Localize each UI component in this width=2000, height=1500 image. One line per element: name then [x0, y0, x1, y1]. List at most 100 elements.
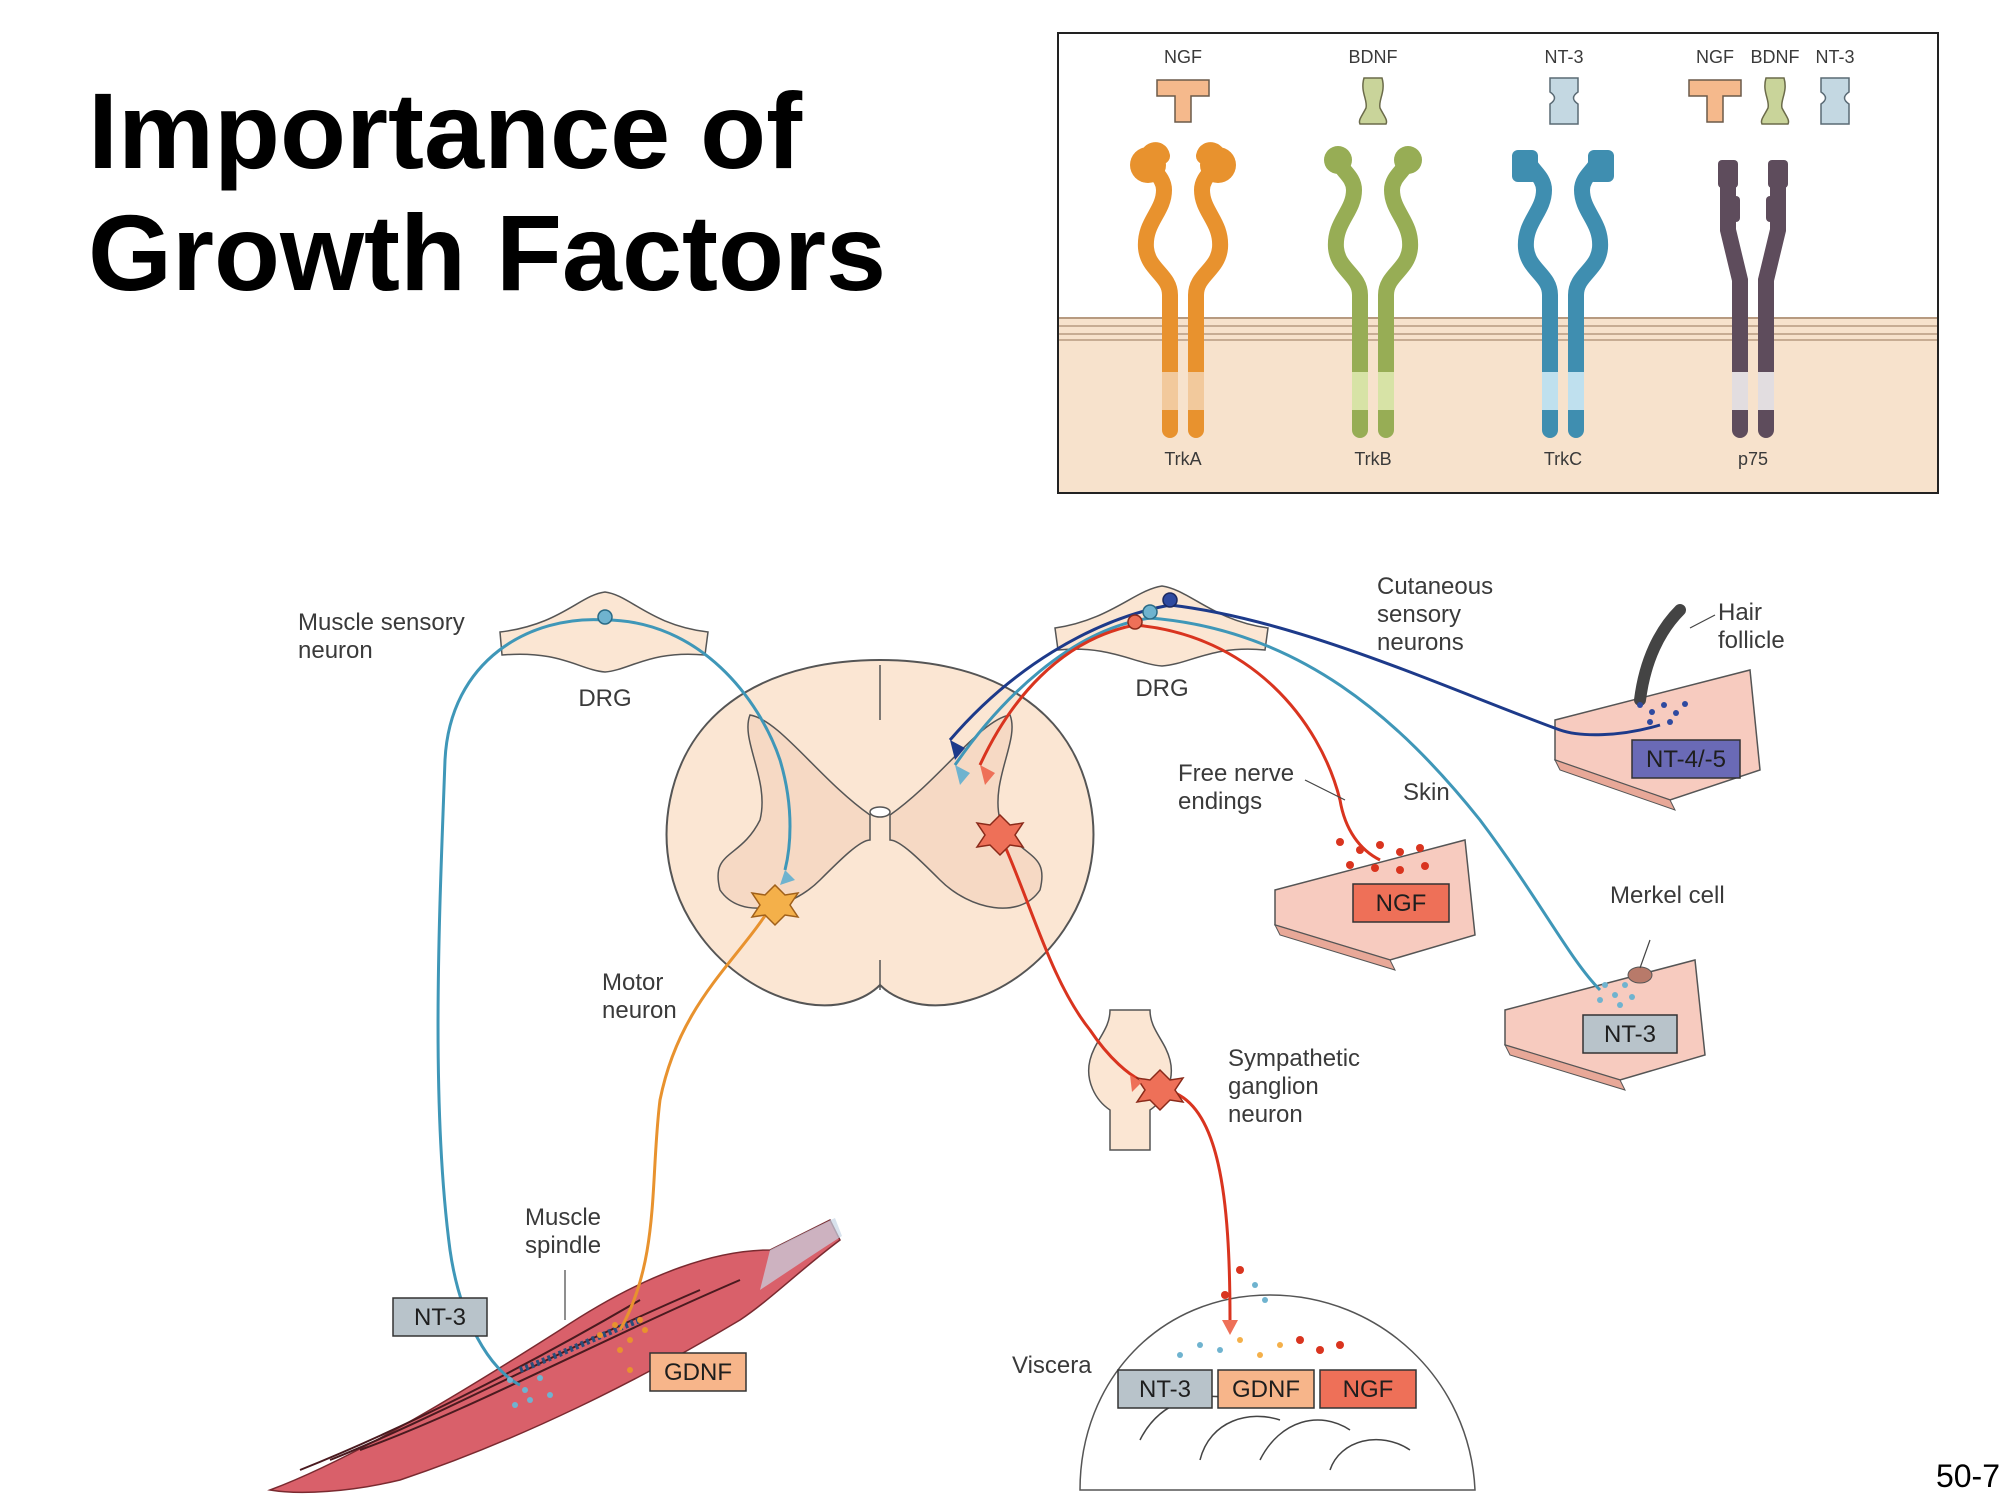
page-number: 50-7 — [1935, 1458, 2000, 1494]
box-nt3-muscle — [392, 1297, 488, 1337]
receptor-panel: NGF BDNF NT-3 NGF BDNF NT-3 — [1057, 32, 1939, 494]
label-muscle-sensory-1: Muscle sensory — [298, 609, 465, 636]
title-line-1: Importance of — [88, 70, 803, 191]
muscle-sensory-axon — [436, 618, 606, 1387]
gray-matter-right — [889, 714, 1043, 909]
merkel-cell-icon — [1627, 966, 1653, 984]
drg-left-ganglion — [499, 591, 709, 673]
neuron-paths — [436, 603, 1661, 1387]
muscle-sensory-central — [604, 618, 792, 871]
ngf-ligand-p75-icon — [1688, 79, 1742, 123]
label-merkel: Merkel cell — [1610, 882, 1725, 909]
label-muscle-sensory-2: neuron — [298, 637, 373, 664]
drg-right-ganglion — [1054, 585, 1269, 667]
ligand-label-bdnf-p75: BDNF — [1751, 47, 1800, 67]
terminal-red-icon — [980, 765, 995, 785]
label-hair-2: follicle — [1718, 627, 1785, 654]
box-nt3-muscle-label: NT-3 — [414, 1304, 466, 1331]
label-viscera: Viscera — [1012, 1352, 1092, 1379]
box-ngf-viscera-label: NGF — [1343, 1376, 1394, 1403]
cutaneous-soma-navy — [1162, 592, 1178, 608]
cutaneous-central-blue — [953, 616, 1151, 766]
label-muscle-spindle-2: spindle — [525, 1232, 601, 1259]
label-hair-1: Hair — [1718, 599, 1762, 626]
gray-matter-left — [717, 714, 871, 909]
factor-dots — [507, 701, 1688, 1408]
box-gdnf-viscera-label: GDNF — [1232, 1376, 1300, 1403]
ligand-label-nt3: NT-3 — [1544, 47, 1583, 67]
bdnf-ligand-icon — [1358, 77, 1388, 125]
nt3-ligand-icon — [1549, 77, 1579, 125]
label-cutaneous-2: sensory — [1377, 601, 1461, 628]
factor-boxes: NT-3 GDNF NT-4/-5 NGF NT-3 NT-3 GDNF NGF — [392, 739, 1741, 1409]
ngf-ligand-icon — [1156, 79, 1210, 123]
terminal-postganglionic-icon — [1222, 1320, 1238, 1335]
cutaneous-axon-navy — [1169, 603, 1661, 737]
spinal-cord — [665, 658, 1095, 1007]
receptor-label-p75: p75 — [1738, 449, 1768, 469]
terminal-navy-icon — [950, 740, 965, 760]
label-skin: Skin — [1403, 779, 1450, 806]
label-motor-2: neuron — [602, 997, 677, 1024]
label-free-nerve-2: endings — [1178, 788, 1262, 815]
box-ngf-skin-label: NGF — [1376, 890, 1427, 917]
box-ngf-viscera — [1319, 1369, 1417, 1409]
motor-axon — [618, 899, 777, 1331]
box-nt45-hair — [1631, 739, 1741, 779]
label-motor-1: Motor — [602, 969, 663, 996]
label-sympathetic-3: neuron — [1228, 1101, 1303, 1128]
label-sympathetic-2: ganglion — [1228, 1073, 1319, 1100]
trka-receptor-icon — [1130, 142, 1236, 438]
preganglionic-soma-icon — [975, 813, 1025, 857]
ligand-label-ngf-p75: NGF — [1696, 47, 1734, 67]
cutaneous-soma-blue — [1142, 604, 1158, 620]
receptor-label-trkb: TrkB — [1354, 449, 1391, 469]
label-drg-right: DRG — [1135, 675, 1188, 702]
trkc-receptor-icon — [1512, 150, 1614, 438]
label-cutaneous-1: Cutaneous — [1377, 573, 1493, 600]
ligand-label-nt3-p75: NT-3 — [1815, 47, 1854, 67]
title-line-2: Growth Factors — [88, 192, 887, 313]
preganglionic-axon — [998, 834, 1141, 1082]
cutaneous-axon-red — [1134, 623, 1381, 862]
slide-title: Importance of Growth Factors — [88, 70, 886, 314]
sympathetic-ganglion — [1088, 1009, 1172, 1151]
terminal-muscle-sensory-icon — [780, 870, 795, 885]
box-gdnf-viscera — [1217, 1369, 1315, 1409]
muscle — [267, 1218, 842, 1494]
muscle-sensory-soma — [597, 609, 613, 625]
label-sympathetic-1: Sympathetic — [1228, 1045, 1360, 1072]
ligand-label-bdnf: BDNF — [1349, 47, 1398, 67]
box-gdnf-muscle-label: GDNF — [664, 1359, 732, 1386]
cell-membrane — [1059, 318, 1937, 492]
box-nt3-merkel-label: NT-3 — [1604, 1021, 1656, 1048]
cutaneous-soma-red — [1127, 614, 1143, 630]
label-muscle-spindle-1: Muscle — [525, 1204, 601, 1231]
motor-neuron-soma-icon — [750, 883, 800, 927]
central-canal — [869, 806, 891, 818]
box-nt3-viscera-label: NT-3 — [1139, 1376, 1191, 1403]
terminal-preganglionic-icon — [1130, 1075, 1142, 1092]
box-nt3-viscera — [1117, 1369, 1213, 1409]
ligand-label-ngf: NGF — [1164, 47, 1202, 67]
p75-receptor-icon — [1718, 160, 1788, 438]
box-nt3-merkel — [1582, 1014, 1678, 1054]
leader-lines — [564, 614, 1716, 1320]
label-drg-left: DRG — [578, 685, 631, 712]
trkb-receptor-icon — [1324, 146, 1422, 438]
label-free-nerve-1: Free nerve — [1178, 760, 1294, 787]
cutaneous-axon-blue — [1149, 616, 1602, 992]
box-gdnf-muscle — [649, 1352, 747, 1392]
box-nt45-hair-label: NT-4/-5 — [1646, 746, 1726, 773]
bdnf-ligand-p75-icon — [1760, 77, 1790, 125]
postganglionic-soma-icon — [1135, 1068, 1185, 1112]
nt3-ligand-p75-icon — [1820, 77, 1850, 125]
postganglionic-axon — [1164, 1088, 1232, 1321]
receptor-label-trka: TrkA — [1164, 449, 1201, 469]
hair-follicle-icon — [1634, 604, 1686, 706]
receptor-label-trkc: TrkC — [1544, 449, 1582, 469]
text-labels: Muscle sensory neuron Cutaneous sensory … — [298, 573, 1785, 1379]
cutaneous-central-navy — [948, 603, 1171, 741]
box-ngf-skin — [1352, 883, 1450, 923]
